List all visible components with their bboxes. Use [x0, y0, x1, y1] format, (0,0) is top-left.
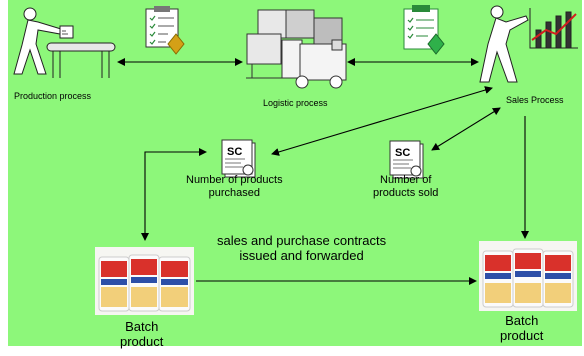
logistic-process-label: Logistic process — [263, 98, 328, 108]
sales-contract-icon: SC — [389, 140, 424, 179]
batch-product-image-right — [479, 241, 577, 311]
checklist-icon — [145, 6, 185, 55]
flow-arrows — [117, 58, 529, 285]
batch-product-label-right: Batch product — [500, 313, 544, 343]
arrow-sales-purchase-doc — [271, 86, 493, 156]
green-checklist-icon — [403, 5, 445, 55]
sales-process-label: Sales Process — [506, 95, 564, 105]
production-worker-icon — [13, 7, 116, 78]
purchase-contract-icon: SC — [221, 139, 256, 178]
svg-text:SC: SC — [395, 147, 410, 159]
svg-text:SC: SC — [227, 146, 242, 158]
production-process-label: Production process — [14, 91, 92, 101]
arrow-doc-batch — [141, 148, 207, 241]
contracts-caption: sales and purchase contracts issued and … — [217, 233, 387, 263]
sold-count-label: Number of products sold — [373, 174, 439, 199]
purchased-count-label: Number of products purchased — [186, 174, 283, 199]
arrow-sales-sold-doc — [431, 107, 501, 151]
sales-worker-chart-icon — [479, 5, 578, 83]
batch-product-label-left: Batch product — [120, 319, 164, 349]
forklift-icon — [246, 9, 347, 89]
batch-product-image-left — [95, 247, 194, 315]
